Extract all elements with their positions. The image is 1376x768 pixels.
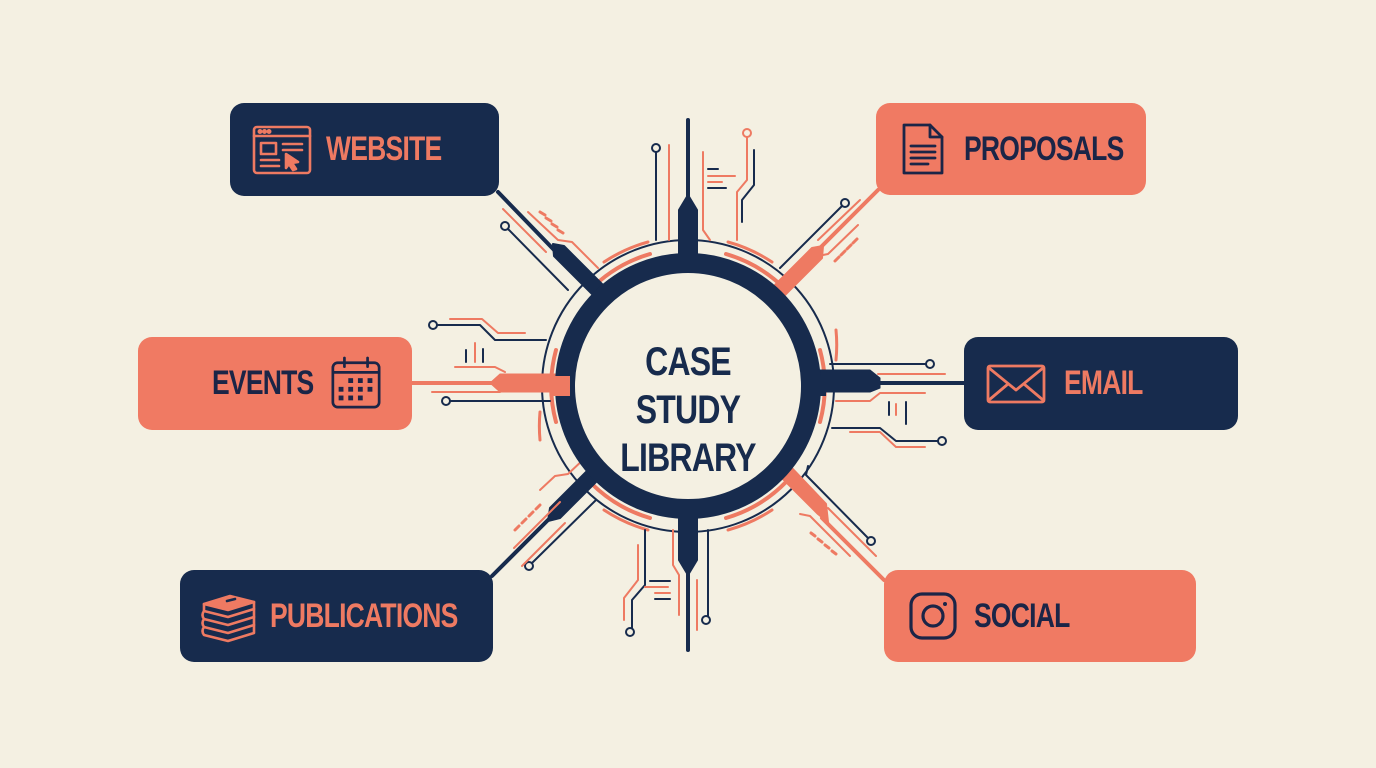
node-events-label: EVENTS [212,364,314,402]
node-proposals-label: PROPOSALS [964,129,1124,168]
instagram-icon [908,589,958,643]
node-email-label: EMAIL [1064,364,1143,402]
node-social-label: SOCIAL [974,596,1070,635]
node-website[interactable]: WEBSITE [230,103,499,196]
hub-title-line-1: CASE STUDY [635,340,741,432]
hub-title: CASE STUDY LIBRARY [568,338,808,480]
envelope-icon [986,357,1046,411]
node-publications-label: PUBLICATIONS [270,596,458,635]
node-events[interactable]: EVENTS [138,337,412,430]
circuit-connectors [410,118,967,652]
node-social[interactable]: SOCIAL [884,570,1196,662]
hub-title-line-2: LIBRARY [620,436,756,480]
document-icon [898,122,950,176]
node-website-label: WEBSITE [326,130,442,168]
node-publications[interactable]: PUBLICATIONS [180,570,493,662]
book-stack-icon [200,589,258,643]
node-proposals[interactable]: PROPOSALS [876,103,1146,195]
browser-window-icon [252,123,312,177]
node-email[interactable]: EMAIL [964,337,1238,430]
calendar-icon [328,356,384,410]
